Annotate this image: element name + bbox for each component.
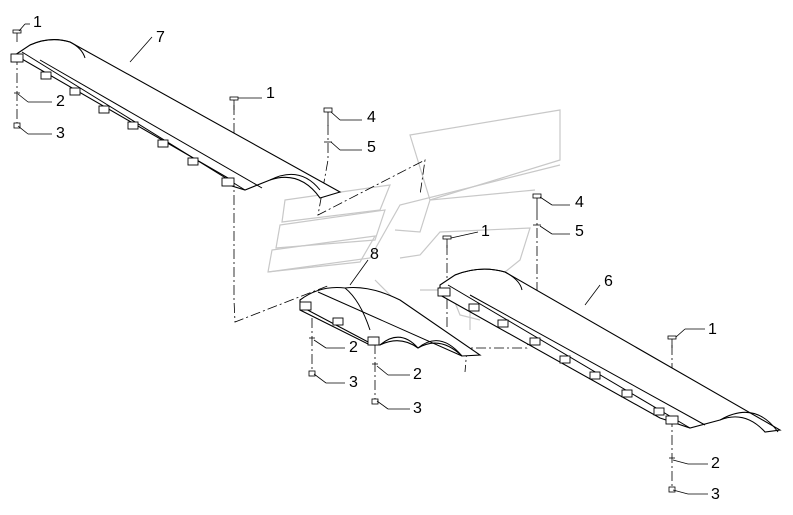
callout-3: 3 xyxy=(349,374,358,391)
callout-1: 1 xyxy=(266,85,275,102)
background-chassis xyxy=(267,109,561,341)
callout-2: 2 xyxy=(413,366,422,383)
callout-3: 3 xyxy=(711,486,720,503)
callout-3: 3 xyxy=(413,400,422,417)
callout-4: 4 xyxy=(575,194,584,211)
callout-7: 7 xyxy=(156,29,165,46)
callout-2: 2 xyxy=(56,93,65,110)
callout-2: 2 xyxy=(711,455,720,472)
callout-1: 1 xyxy=(481,223,490,240)
bolt-4b xyxy=(532,193,542,210)
guard-7 xyxy=(10,39,342,199)
callout-5: 5 xyxy=(575,223,584,240)
guard-8 xyxy=(299,286,482,357)
guard-6 xyxy=(437,268,782,433)
callout-6: 6 xyxy=(604,273,613,290)
callout-8: 8 xyxy=(370,246,379,263)
callout-4: 4 xyxy=(367,109,376,126)
bolt-1d xyxy=(667,335,677,348)
callout-2: 2 xyxy=(349,339,358,356)
callout-leaders xyxy=(17,23,708,495)
hardware xyxy=(12,29,677,493)
bolt-1a xyxy=(12,29,22,42)
callout-numbers: 1 2 3 7 1 4 5 4 5 1 8 2 3 2 3 6 1 2 3 xyxy=(33,14,720,503)
bolt-1c xyxy=(442,235,452,248)
callout-1: 1 xyxy=(33,14,42,31)
callout-5: 5 xyxy=(367,139,376,156)
callout-3: 3 xyxy=(56,125,65,142)
bolt-4a xyxy=(323,107,333,126)
bolt-1b xyxy=(229,96,239,110)
callout-1: 1 xyxy=(708,321,717,338)
